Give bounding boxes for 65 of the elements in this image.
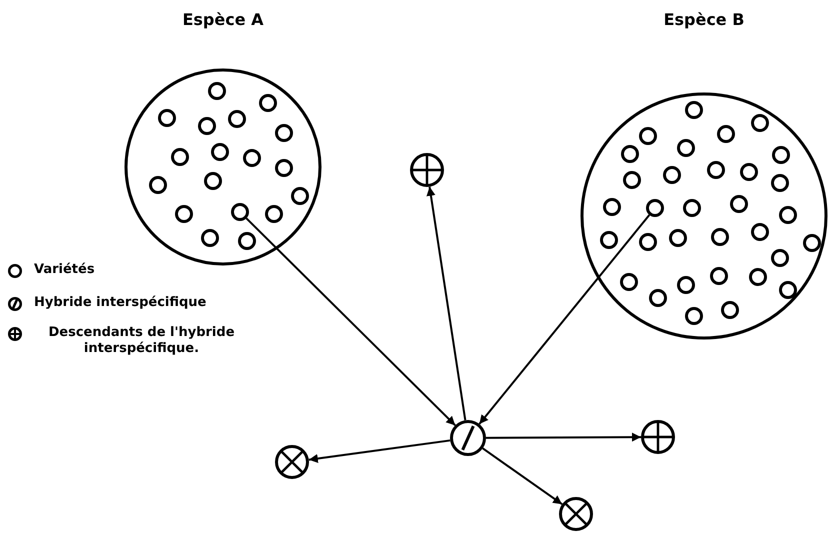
variety-circle <box>803 234 821 252</box>
variety-circle <box>211 143 229 161</box>
arrow <box>482 448 563 506</box>
variety-circle <box>208 82 226 100</box>
variety-circle <box>771 174 789 192</box>
variety-circle <box>621 145 639 163</box>
variety-circle <box>600 231 618 249</box>
species-title: Espèce B <box>664 9 744 31</box>
variety-circle <box>730 195 748 213</box>
variety-circle <box>663 166 681 184</box>
hybrid-symbol <box>450 420 486 456</box>
variety-circle <box>243 149 261 167</box>
descendant-symbol <box>410 153 444 187</box>
species-title: Espèce A <box>182 9 264 31</box>
variety-circle <box>639 127 657 145</box>
variety-circle <box>238 232 256 250</box>
variety-circle <box>198 117 216 135</box>
variety-circle <box>275 124 293 142</box>
variety-circle <box>649 289 667 307</box>
variety-circle <box>603 198 621 216</box>
variety-circle <box>685 307 703 325</box>
variety-circle <box>149 176 167 194</box>
variety-circle <box>771 249 789 267</box>
variety-circle <box>175 205 193 223</box>
variety-circle <box>779 281 797 299</box>
variety-circle <box>683 199 701 217</box>
variety-circle <box>231 203 249 221</box>
variety-circle <box>171 148 189 166</box>
variety-circle <box>669 229 687 247</box>
variety-circle <box>204 172 222 190</box>
variety-circle <box>291 187 309 205</box>
variety-circle <box>740 163 758 181</box>
arrow <box>426 186 466 420</box>
arrow <box>478 214 650 425</box>
variety-circle <box>772 146 790 164</box>
variety-circle <box>677 139 695 157</box>
variety-circle <box>265 205 283 223</box>
variety-circle <box>158 109 176 127</box>
variety-circle <box>721 301 739 319</box>
variety-circle <box>717 125 735 143</box>
variety-circle <box>639 233 657 251</box>
variety-circle <box>749 268 767 286</box>
legend-text: Hybride interspécifique <box>34 295 208 311</box>
variety-circle <box>623 171 641 189</box>
variety-circle <box>751 114 769 132</box>
arrow <box>486 432 641 442</box>
variety-circle <box>711 228 729 246</box>
variety-circle <box>620 273 638 291</box>
variety-circle <box>201 229 219 247</box>
variety-circle <box>685 101 703 119</box>
variety-circle <box>751 223 769 241</box>
variety-circle <box>677 276 695 294</box>
descendant-symbol <box>559 497 593 531</box>
variety-circle <box>779 206 797 224</box>
arrow <box>308 439 450 463</box>
legend-text: Variétés <box>34 262 96 278</box>
legend-text: Descendants de l'hybride interspécifique. <box>47 325 236 357</box>
variety-circle <box>275 159 293 177</box>
variety-circle <box>228 110 246 128</box>
descendant-symbol <box>641 420 675 454</box>
descendant-symbol <box>275 445 309 479</box>
variety-circle <box>259 94 277 112</box>
variety-circle <box>646 199 664 217</box>
variety-circle <box>707 161 725 179</box>
variety-circle <box>710 267 728 285</box>
